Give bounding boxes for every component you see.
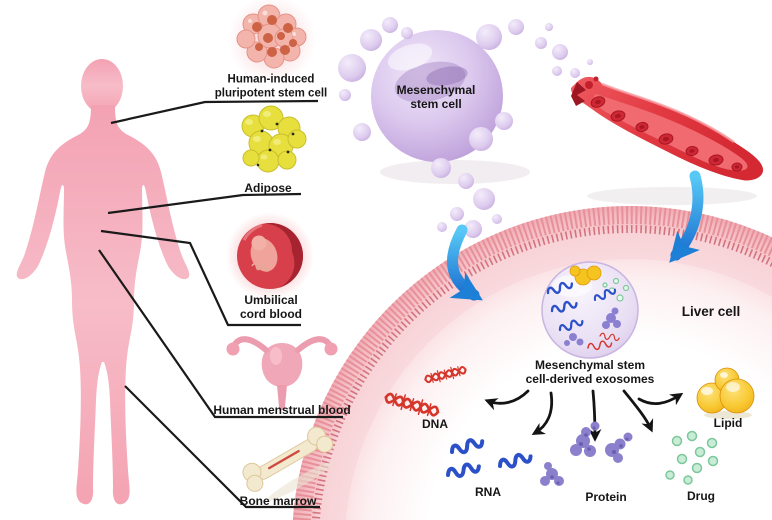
blue-arrow-right [669, 170, 704, 263]
label-protein: Protein [585, 489, 627, 504]
blood-vessel [570, 76, 764, 205]
blue-arrow-left [447, 224, 483, 301]
label-bone-marrow: Bone marrow [239, 493, 317, 508]
exosome-bubbles [338, 17, 593, 238]
label-drug: Drug [687, 488, 715, 503]
label-mesenchymal-stem-cell: Mesenchymal stem cell [396, 82, 476, 111]
label-liver-cell: Liver cell [681, 304, 741, 320]
label-umbilical-cord-blood: Umbilical cord blood [240, 292, 302, 321]
protein-icon [540, 421, 633, 486]
drug-icon [665, 430, 719, 485]
umbilical-cord-blood-icon [226, 212, 314, 300]
liver-cell-membrane [292, 206, 772, 520]
label-msc-derived-exosomes: Mesenchymal stem cell-derived exosomes [525, 357, 655, 386]
label-hipsc: Human-induced pluripotent stem cell [214, 73, 328, 99]
label-lipid: Lipid [713, 415, 743, 430]
uterus-icon [226, 336, 338, 410]
ipsc-cell-icon [228, 0, 316, 84]
label-rna: RNA [475, 484, 501, 499]
lipid-icon [696, 367, 755, 419]
bone-icon [242, 426, 334, 502]
label-adipose: Adipose [244, 180, 292, 195]
label-human-menstrual-blood: Human menstrual blood [213, 402, 351, 417]
adipose-icon [241, 105, 307, 173]
exosome-vesicle [541, 261, 639, 359]
label-dna: DNA [422, 416, 448, 431]
body-silhouette [16, 59, 190, 505]
msc-sphere [371, 30, 530, 184]
connector-lines [98, 99, 343, 509]
cargo-arrows [484, 389, 684, 442]
